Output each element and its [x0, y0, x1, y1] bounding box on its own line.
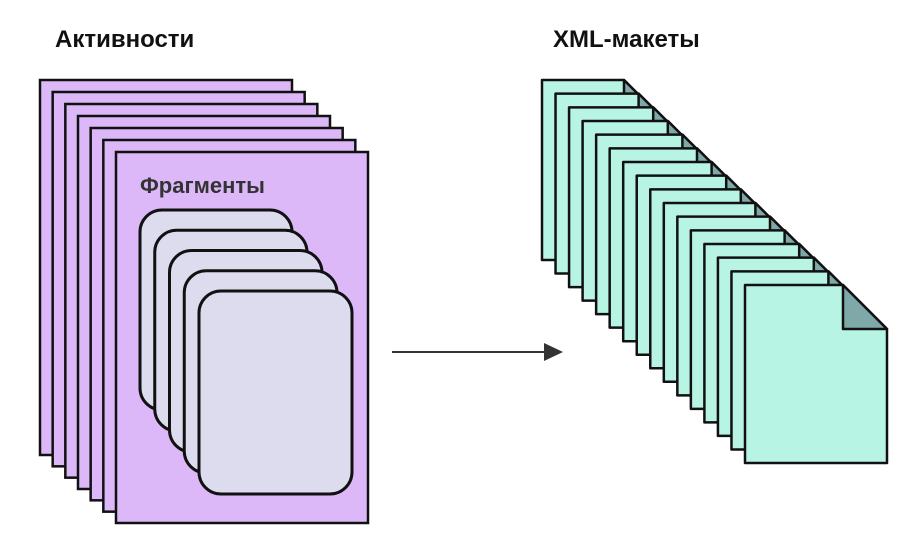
xml-layout-stack	[540, 78, 889, 465]
fragments-label: Фрагменты	[140, 173, 265, 198]
activities-title: Активности	[55, 26, 195, 53]
fragment-stack	[138, 208, 354, 496]
flow-arrow	[392, 343, 563, 361]
fragment-card	[197, 289, 354, 496]
xml-layouts-title: XML-макеты	[553, 26, 700, 53]
page-fold-corner	[622, 78, 640, 96]
page-fold-corner	[841, 283, 889, 331]
arrow-head	[544, 343, 563, 361]
